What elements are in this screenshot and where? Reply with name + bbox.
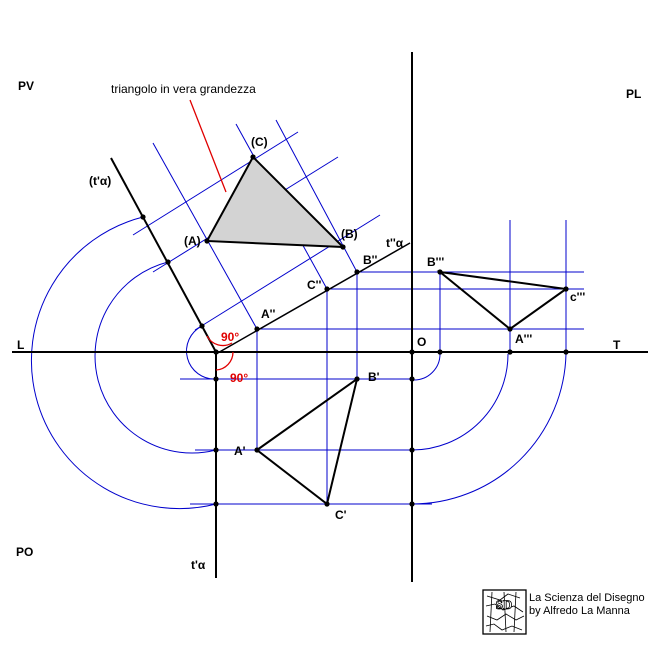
point-label-C2: C'' (307, 278, 322, 292)
credit-line-2: by Alfredo La Manna (529, 605, 631, 617)
main-axes (12, 52, 648, 582)
annotation-text: triangolo in vera grandezza (111, 82, 256, 96)
construction-lines (30, 119, 584, 510)
ground-line-label-t: T (613, 338, 621, 352)
point-label-A3: A''' (515, 332, 532, 346)
annotation-pointer (189, 99, 227, 193)
outer-rotation-arc (30, 216, 432, 510)
angle-label-2: 90° (230, 371, 248, 385)
side-triangle (436, 270, 569, 331)
credit-line-1: La Scienza del Disegno (529, 592, 645, 604)
plane-label-pv: PV (18, 79, 34, 93)
point-label-C-rot: (C) (251, 135, 268, 149)
right-angle-arc-1 (206, 335, 233, 347)
point-label-A2: A'' (261, 307, 276, 321)
point-label-C1: C' (335, 508, 347, 522)
author-logo: SD (482, 589, 527, 635)
origin-label: O (417, 335, 426, 349)
right-angle-arc-2 (215, 351, 234, 371)
plane-label-pl: PL (626, 87, 641, 101)
front-view-segment (215, 242, 411, 355)
plane-label-po: PO (16, 545, 33, 559)
trace-label-t2-alpha: t''α (386, 236, 404, 250)
point-label-B3: B''' (427, 255, 444, 269)
construction-points (140, 154, 569, 507)
point-label-B1: B' (368, 370, 380, 384)
middle-rotation-arc (94, 261, 509, 454)
origin-loop-arc (413, 353, 441, 381)
point-label-A-rot: (A) (184, 234, 201, 248)
point-label-B2: B'' (363, 253, 378, 267)
true-size-triangle (205, 155, 346, 249)
trace-label-t-alpha: t'α (191, 558, 206, 572)
point-label-B-rot: (B) (341, 227, 358, 241)
ground-line-label-l: L (17, 338, 24, 352)
point-label-A1: A' (234, 444, 246, 458)
plan-triangle (255, 376, 359, 506)
angle-label-1: 90° (221, 330, 239, 344)
inner-rotation-arc (186, 325, 217, 380)
trace-t-alpha-rotated (110, 157, 217, 353)
trace-label-t-alpha-rot: (t'α) (89, 174, 111, 188)
right-rotation-arc (411, 353, 567, 505)
author-logo-text: SD (496, 597, 513, 612)
point-label-C3: c''' (570, 290, 585, 304)
